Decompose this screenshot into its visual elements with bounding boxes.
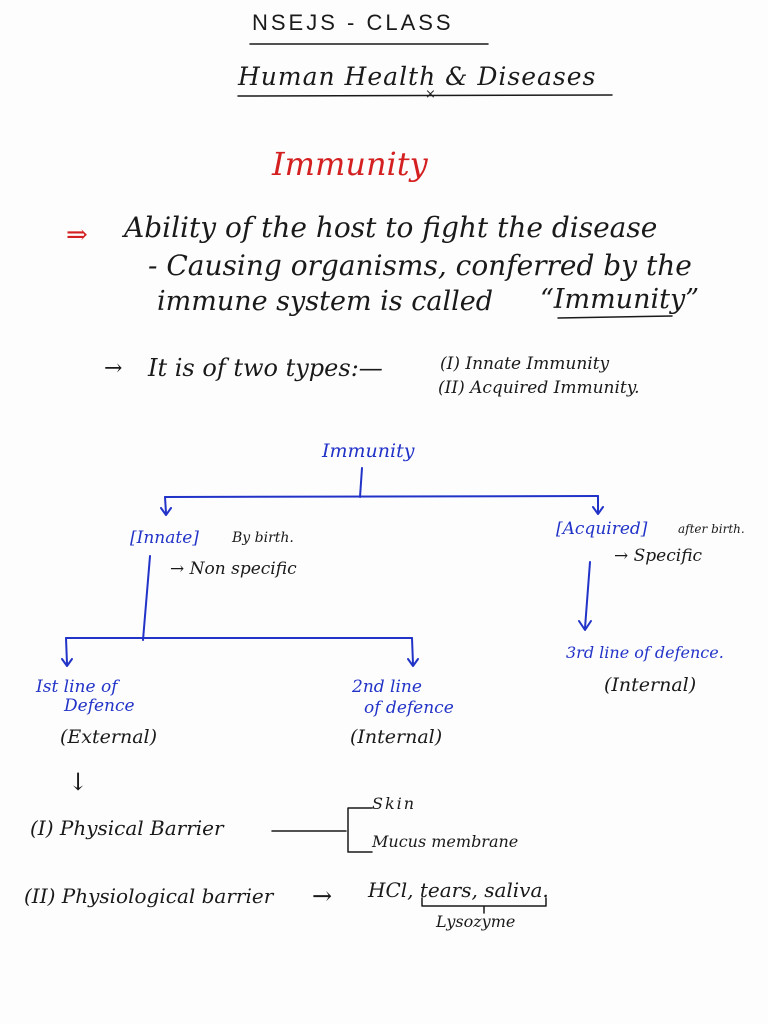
acquired-arrowhead bbox=[578, 620, 592, 631]
physical-item-mucus: Mucus membrane bbox=[372, 832, 519, 851]
definition-line-2: - Causing organisms, conferred by the bbox=[148, 249, 692, 282]
class-title: NSEJS - CLASS bbox=[252, 10, 454, 35]
topic-title: Immunity bbox=[272, 145, 428, 183]
type-innate: (I) Innate Immunity bbox=[440, 354, 610, 374]
tree-root-label: Immunity bbox=[322, 440, 415, 462]
third-line-type: (Internal) bbox=[604, 674, 697, 696]
acquired-detail: → Specific bbox=[614, 546, 703, 566]
innate-note: By birth. bbox=[232, 530, 294, 546]
second-line-drop bbox=[411, 637, 414, 665]
physiological-barrier-label: (II) Physiological barrier bbox=[24, 884, 274, 908]
tree-right-arrowhead bbox=[592, 506, 604, 515]
first-line-type: (External) bbox=[60, 726, 158, 748]
innate-detail: → Non specific bbox=[170, 559, 297, 579]
definition-line-1: Ability of the host to fight the disease bbox=[124, 211, 658, 244]
types-lead: It is of two types:— bbox=[148, 354, 383, 382]
barriers-down-arrow: ↓ bbox=[68, 768, 89, 796]
innate-stem bbox=[142, 555, 151, 641]
innate-label: [Innate] bbox=[130, 528, 199, 548]
tree-left-drop bbox=[164, 496, 167, 514]
chapter-title-underline bbox=[237, 94, 613, 97]
second-line-defence-a: 2nd line bbox=[352, 677, 422, 697]
immunity-quote-underline bbox=[557, 315, 673, 319]
first-line-defence-a: Ist line of bbox=[36, 677, 118, 697]
definition-line-3: immune system is called bbox=[157, 286, 493, 317]
chapter-title: Human Health & Diseases bbox=[238, 62, 597, 91]
third-line-defence: 3rd line of defence. bbox=[566, 643, 724, 662]
first-line-defence-b: Defence bbox=[64, 696, 135, 716]
physical-bracket bbox=[347, 807, 373, 853]
divider-mark: × bbox=[425, 87, 436, 102]
types-arrow: → bbox=[104, 356, 123, 381]
lysozyme-note: Lysozyme bbox=[436, 912, 516, 931]
first-line-arrowhead bbox=[61, 658, 73, 667]
second-line-type: (Internal) bbox=[350, 726, 443, 748]
tree-root-stem bbox=[359, 467, 363, 498]
lysozyme-brace bbox=[421, 897, 547, 914]
first-line-drop bbox=[65, 637, 68, 665]
physiological-arrow: → bbox=[312, 882, 333, 910]
physical-barrier-label: (I) Physical Barrier bbox=[30, 816, 224, 840]
tree-top-bar bbox=[164, 495, 599, 498]
second-line-arrowhead bbox=[407, 658, 419, 667]
immunity-quoted-term: “Immunity” bbox=[540, 284, 699, 315]
acquired-stem bbox=[584, 561, 591, 629]
tree-left-arrowhead bbox=[160, 507, 172, 516]
definition-arrow: ⇒ bbox=[66, 220, 88, 250]
second-line-defence-b: of defence bbox=[364, 698, 454, 718]
type-acquired: (II) Acquired Immunity. bbox=[438, 378, 640, 398]
acquired-note: after birth. bbox=[678, 522, 745, 536]
physical-item-skin: Skin bbox=[372, 794, 417, 813]
acquired-label: [Acquired] bbox=[556, 519, 648, 539]
physiological-items: HCl, tears, saliva. bbox=[368, 878, 549, 902]
